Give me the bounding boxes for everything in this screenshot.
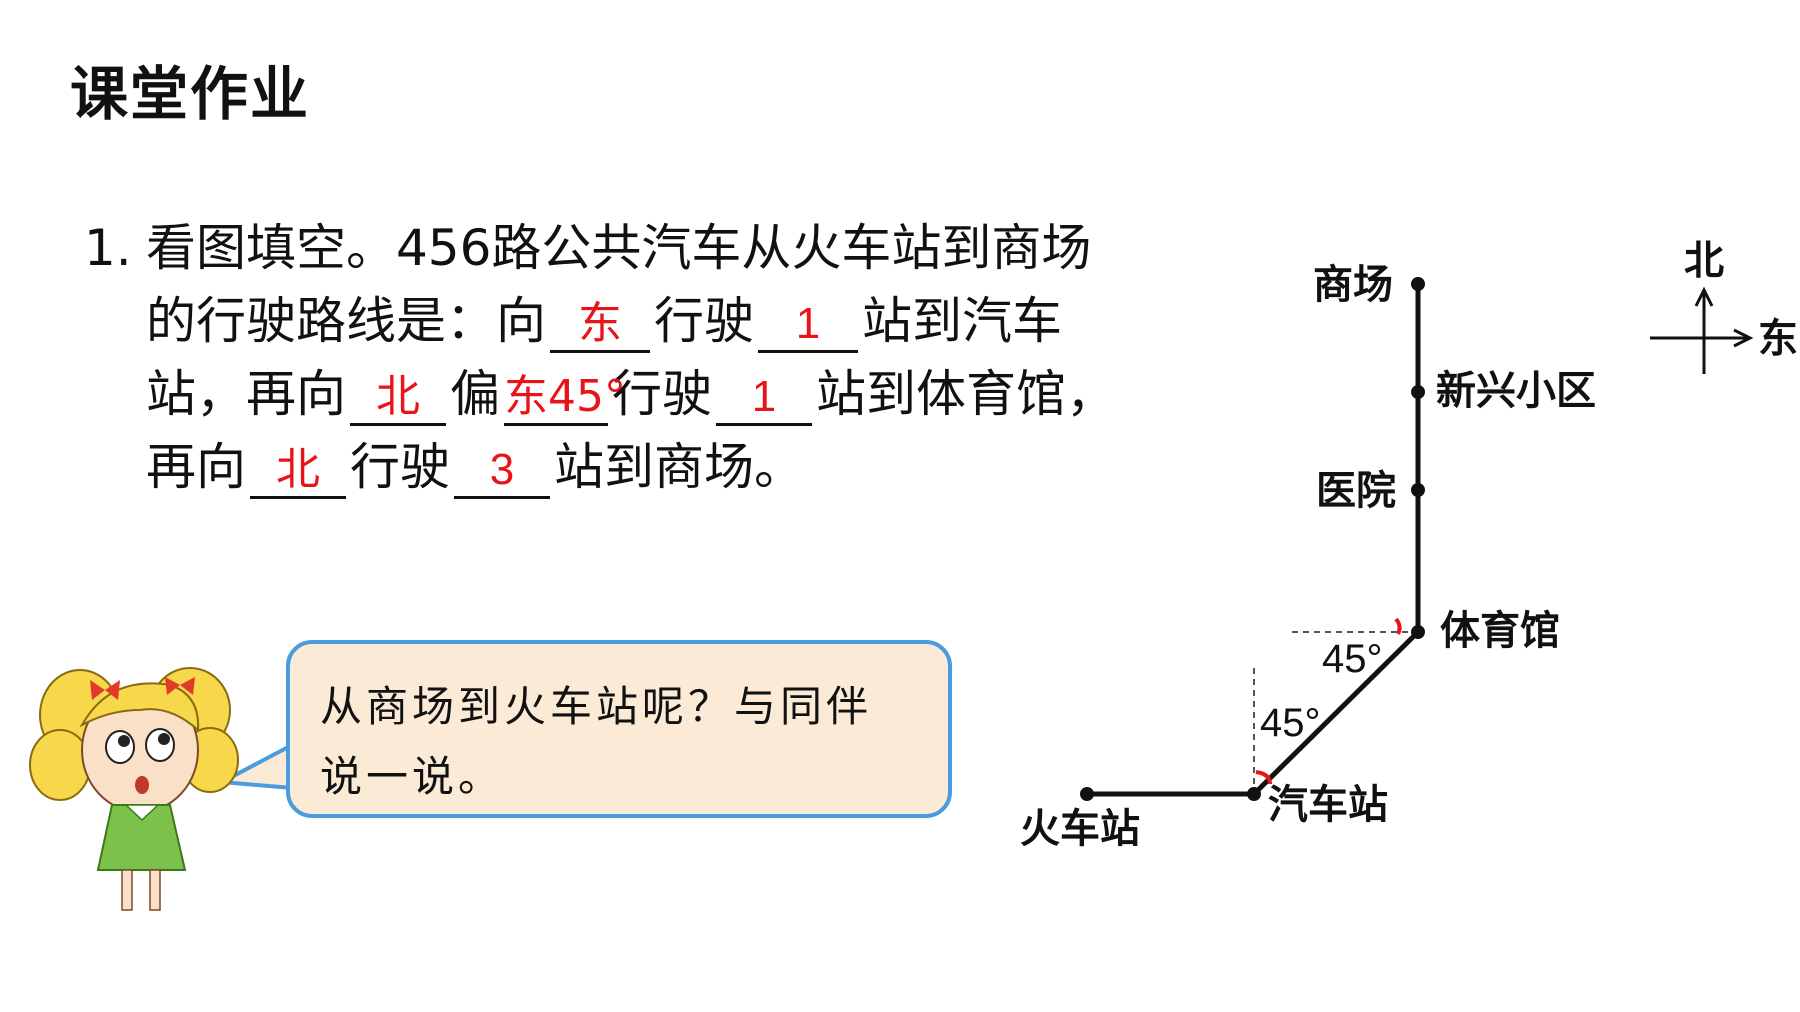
- question-line-2: 的行驶路线是：向东行驶 1 站到汽车: [84, 285, 1264, 358]
- answer-blank-stops-2[interactable]: 1: [716, 365, 812, 426]
- label-train-station: 火车站: [1020, 805, 1140, 852]
- question-text-2b: 行驶: [654, 292, 754, 350]
- question-text-1: 看图填空。456路公共汽车从火车站到商场: [146, 219, 1092, 277]
- question-text-4b: 行驶: [350, 438, 450, 496]
- answer-blank-direction-2[interactable]: 北: [350, 365, 446, 426]
- answer-direction-1: 东: [578, 298, 622, 349]
- question-text-3a: 站，再向: [146, 365, 346, 423]
- label-bus-station: 汽车站: [1268, 781, 1388, 828]
- girl-illustration: [29, 667, 239, 911]
- bubble-text-line-1: 从商场到火车站呢？与同伴: [320, 682, 873, 731]
- answer-blank-direction-1[interactable]: 东: [550, 292, 650, 353]
- question-text-3d: 站到体育馆，: [816, 365, 1116, 423]
- label-xinxing: 新兴小区: [1436, 367, 1596, 414]
- compass-icon: 北 东: [1650, 237, 1798, 374]
- page-title: 课堂作业: [70, 60, 311, 128]
- route-segment-bus-to-gym: [1252, 630, 1420, 796]
- answer-offset-2: 东45°: [504, 371, 626, 422]
- question-text-2a: 的行驶路线是：向: [146, 292, 546, 350]
- question-line-3: 站，再向北偏东45°行驶 1 站到体育馆，: [84, 358, 1264, 431]
- stop-dot-mall: [1411, 277, 1425, 291]
- answer-stops-3: 3: [489, 445, 515, 494]
- angle-arc-gym: [1394, 617, 1402, 635]
- speech-bubble: 从商场到火车站呢？与同伴 说一说。: [286, 640, 952, 818]
- answer-blank-stops-1[interactable]: 1: [758, 292, 858, 353]
- stop-dot-train-station: [1080, 787, 1094, 801]
- angle-label-gym: 45°: [1322, 637, 1383, 681]
- question-text-3b: 偏: [450, 365, 500, 423]
- question-number: 1.: [84, 219, 132, 277]
- question-text-2c: 站到汽车: [862, 292, 1062, 350]
- answer-stops-1: 1: [795, 299, 821, 348]
- question-line-4: 再向北行驶 3 站到商场。: [84, 431, 1264, 504]
- answer-stops-2: 1: [751, 372, 777, 421]
- label-gym: 体育馆: [1440, 607, 1560, 654]
- answer-blank-stops-3[interactable]: 3: [454, 438, 550, 499]
- question-line-1: 1.看图填空。456路公共汽车从火车站到商场: [84, 212, 1264, 285]
- stop-dot-bus-station: [1247, 787, 1261, 801]
- question-text-4a: 再向: [146, 438, 246, 496]
- compass-east-label: 东: [1758, 315, 1798, 362]
- answer-blank-direction-3[interactable]: 北: [250, 438, 346, 499]
- compass-north-label: 北: [1684, 237, 1724, 284]
- label-mall: 商场: [1313, 261, 1393, 308]
- bubble-text-line-2: 说一说。: [320, 752, 505, 801]
- angle-arc-bus: [1255, 770, 1272, 785]
- answer-direction-2: 北: [376, 371, 420, 422]
- question-text-4c: 站到商场。: [554, 438, 804, 496]
- question-text-3c: 行驶: [612, 365, 712, 423]
- answer-blank-offset-2[interactable]: 东45°: [504, 365, 626, 426]
- angle-label-bus: 45°: [1260, 701, 1321, 745]
- label-hospital: 医院: [1316, 467, 1396, 514]
- stop-dot-gym: [1411, 625, 1425, 639]
- answer-direction-3: 北: [276, 444, 320, 495]
- stop-dot-hospital: [1411, 483, 1425, 497]
- stop-dot-xinxing: [1411, 385, 1425, 399]
